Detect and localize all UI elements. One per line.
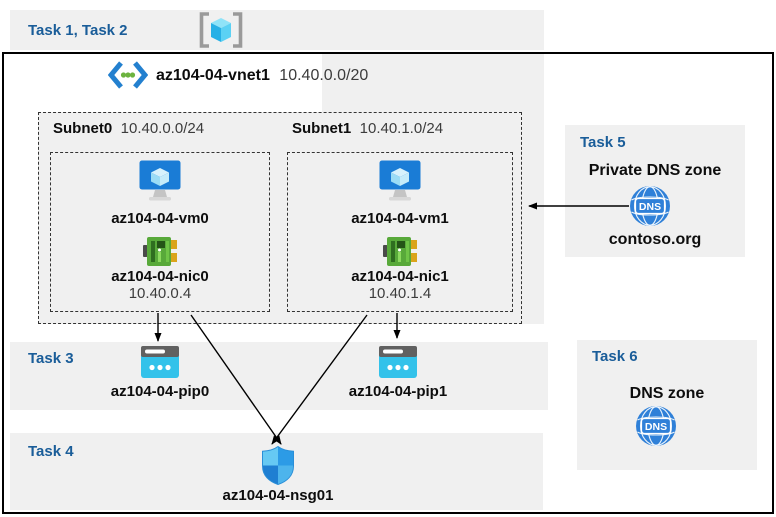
public-ip-icon [379,346,417,378]
pip0-name: az104-04-pip0 [110,383,210,400]
vnet-cidr: 10.40.0.0/20 [279,67,369,84]
task6-panel: Task 6 DNS zone DNS [577,340,757,470]
subnet0-inner-dashed-box [50,152,270,312]
nsg-shield-icon [259,445,297,486]
task4-heading: Task 4 [28,443,74,460]
task12-heading: Task 1, Task 2 [28,22,128,39]
nic0-name: az104-04-nic0 [111,268,209,285]
nic0-ip: 10.40.0.4 [128,285,192,302]
vnet-name: az104-04-vnet1 [156,67,270,84]
vm-icon [138,159,182,204]
vm-icon [378,159,422,204]
resource-group-band: Task 1, Task 2 [10,10,544,50]
task3-heading: Task 3 [28,350,74,367]
public-ip-icon [141,346,179,378]
nic-icon [143,236,177,267]
resource-group-icon [198,12,244,48]
private-dns-zone-title: Private DNS zone [588,162,722,179]
subnet1-inner-dashed-box [287,152,513,312]
subnet1-name: Subnet1 [292,120,352,137]
subnet0-name: Subnet0 [53,120,113,137]
nic1-name: az104-04-nic1 [351,268,449,285]
nsg-name: az104-04-nsg01 [222,487,334,504]
subnet0-cidr: 10.40.0.0/24 [120,120,205,137]
dns-icon-text: DNS [645,421,667,433]
subnet1-label: Subnet1 10.40.1.0/24 [292,120,443,138]
task5-heading: Task 5 [580,134,626,151]
vnet-right-gray-fill [322,52,544,114]
vm0-name: az104-04-vm0 [111,210,209,227]
task5-panel: Task 5 Private DNS zone DNS contoso.org [565,125,745,257]
dns-icon: DNS [635,405,677,447]
pip1-name: az104-04-pip1 [348,383,448,400]
nic-icon [383,236,417,267]
task6-heading: Task 6 [592,348,638,365]
nic1-ip: 10.40.1.4 [368,285,432,302]
vnet-label: az104-04-vnet1 10.40.0.0/20 [156,66,368,85]
vm1-name: az104-04-vm1 [351,210,449,227]
dns-zone-title: DNS zone [629,385,705,402]
subnet-area-gray-fill [38,112,544,324]
subnet0-label: Subnet0 10.40.0.0/24 [53,120,204,138]
subnet1-cidr: 10.40.1.0/24 [359,120,444,137]
private-dns-zone-name: contoso.org [608,231,702,248]
dns-icon: DNS [629,185,671,227]
dns-icon-text: DNS [639,201,661,213]
vnet-icon [108,60,148,90]
